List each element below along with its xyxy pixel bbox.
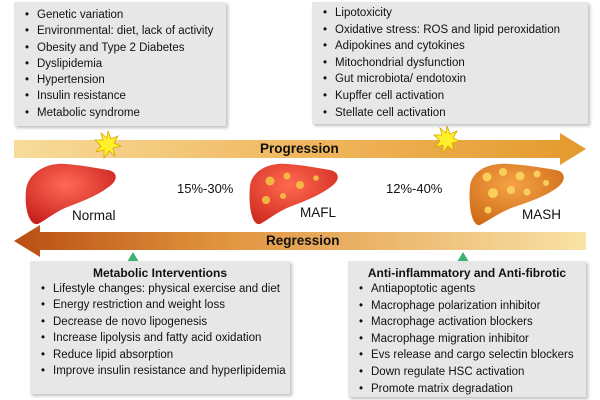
mechanisms-box: LipotoxicityOxidative stress: ROS and li…	[312, 2, 588, 124]
stage-mash-label: MASH	[522, 207, 562, 222]
risk-factors-box: Genetic variationEnvironmental: diet, la…	[14, 2, 226, 126]
stage-normal-label: Normal	[72, 208, 116, 223]
list-item: Macrophage activation blockers	[356, 314, 586, 331]
list-item: Macrophage migration inhibitor	[356, 331, 586, 348]
metabolic-list: Lifestyle changes: physical exercise and…	[38, 281, 290, 380]
stage-mafl-label: MAFL	[300, 205, 337, 220]
liver-normal-icon	[25, 163, 116, 225]
transition-mafl-mash: 12%-40%	[386, 181, 443, 196]
list-item: Promote matrix degradation	[356, 381, 586, 398]
list-item: Lipotoxicity	[320, 5, 588, 22]
mechanisms-list: LipotoxicityOxidative stress: ROS and li…	[320, 5, 588, 121]
list-item: Oxidative stress: ROS and lipid peroxida…	[320, 22, 588, 39]
list-item: Kupffer cell activation	[320, 88, 588, 105]
burst-icon	[433, 125, 462, 155]
anti-inflammatory-box: Anti-inflammatory and Anti-fibrotic Anti…	[348, 261, 586, 397]
list-item: Genetic variation	[22, 7, 226, 24]
regression-label: Regression	[266, 233, 340, 248]
liver-mash-icon	[469, 163, 564, 226]
list-item: Metabolic syndrome	[22, 105, 226, 122]
risk-factors-list: Genetic variationEnvironmental: diet, la…	[22, 7, 226, 121]
fat-spots	[482, 168, 549, 214]
anti-list: Antiapoptotic agentsMacrophage polarizat…	[356, 281, 586, 397]
list-item: Obesity and Type 2 Diabetes	[22, 40, 226, 57]
marker-up-icon	[127, 252, 139, 262]
list-item: Insulin resistance	[22, 88, 226, 105]
list-item: Hypertension	[22, 72, 226, 89]
list-item: Down regulate HSC activation	[356, 364, 586, 381]
list-item: Dyslipidemia	[22, 56, 226, 73]
list-item: Reduce lipid absorption	[38, 347, 290, 364]
list-item: Gut microbiota/ endotoxin	[320, 71, 588, 88]
list-item: Stellate cell activation	[320, 105, 588, 122]
transition-normal-mafl: 15%-30%	[177, 181, 234, 196]
fat-spots	[262, 172, 319, 204]
list-item: Antiapoptotic agents	[356, 281, 586, 298]
list-item: Increase lipolysis and fatty acid oxidat…	[38, 330, 290, 347]
list-item: Environmental: diet, lack of activity	[22, 23, 226, 40]
list-item: Lifestyle changes: physical exercise and…	[38, 281, 290, 298]
list-item: Adipokines and cytokines	[320, 38, 588, 55]
anti-title: Anti-inflammatory and Anti-fibrotic	[367, 266, 567, 280]
metabolic-interventions-box: Metabolic Interventions Lifestyle change…	[30, 261, 290, 394]
list-item: Improve insulin resistance and hyperlipi…	[38, 363, 290, 380]
list-item: Decrease de novo lipogenesis	[38, 314, 290, 331]
burst-icon	[94, 130, 123, 160]
list-item: Macrophage polarization inhibitor	[356, 298, 586, 315]
list-item: Evs release and cargo selectin blockers	[356, 347, 586, 364]
progression-label: Progression	[260, 141, 339, 156]
marker-up-icon	[457, 252, 469, 262]
regression-arrow	[14, 225, 586, 257]
list-item: Energy restriction and weight loss	[38, 297, 290, 314]
list-item: Mitochondrial dysfunction	[320, 55, 588, 72]
metabolic-title: Metabolic Interventions	[92, 266, 228, 280]
